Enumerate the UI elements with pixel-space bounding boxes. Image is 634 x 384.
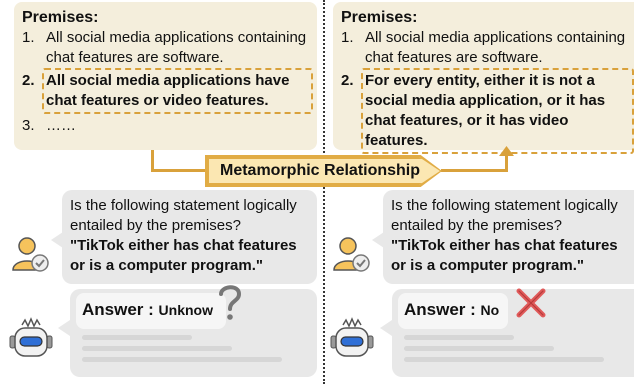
placeholder-line (82, 335, 192, 340)
placeholder-text-lines (404, 335, 604, 368)
right-answer-bubble: Answer : No (392, 289, 634, 377)
left-question-bubble: Is the following statement logically ent… (62, 190, 317, 284)
answer-label: Answer : (82, 300, 159, 319)
premise-1: 1. All social media applications contain… (341, 28, 632, 68)
premise-2-highlighted: 2. All social media applications have ch… (22, 68, 313, 114)
premise-3: 3. …… (22, 116, 311, 136)
left-premises-box: Premises: 1. All social media applicatio… (14, 2, 317, 150)
bubble-tail (51, 232, 63, 248)
answer-header: Answer : No (398, 293, 508, 329)
premise-number: 1. (22, 29, 35, 46)
question-mark-icon (219, 285, 242, 320)
highlight-dashed-box (42, 68, 313, 114)
placeholder-line (82, 346, 232, 351)
placeholder-line (82, 357, 282, 362)
connector-line-down (151, 150, 154, 172)
right-premises-box: Premises: 1. All social media applicatio… (333, 2, 634, 174)
bubble-tail (58, 320, 70, 336)
left-answer-bubble: Answer : Unknow (70, 289, 317, 377)
answer-value: No (480, 302, 500, 318)
robot-icon (330, 317, 374, 357)
question-text: Is the following statement logically ent… (70, 197, 297, 234)
connector-line-right (441, 169, 507, 172)
premise-number: 3. (22, 117, 35, 134)
premise-text: …… (46, 117, 76, 134)
premises-title: Premises: (22, 9, 99, 26)
premise-number: 2. (341, 72, 354, 89)
premise-2-highlighted: 2. For every entity, either it is not a … (341, 68, 634, 154)
premise-text: For every entity, either it is not a soc… (365, 72, 606, 149)
cross-mark-icon (516, 288, 546, 318)
statement-text: "TikTok either has chat features or is a… (70, 237, 297, 274)
question-text: Is the following statement logically ent… (391, 197, 618, 234)
placeholder-text-lines (82, 335, 282, 368)
statement-text: "TikTok either has chat features or is a… (391, 237, 618, 274)
premises-title: Premises: (341, 9, 418, 26)
answer-value: Unknow (158, 302, 213, 318)
placeholder-line (404, 357, 604, 362)
premise-1: 1. All social media applications contain… (22, 28, 311, 68)
premise-number: 1. (341, 29, 354, 46)
premise-text: All social media applications have chat … (46, 72, 290, 109)
connector-line-up (505, 154, 508, 172)
user-check-icon (333, 237, 370, 272)
robot-icon (9, 317, 53, 357)
highlight-dashed-box (361, 68, 634, 154)
answer-label: Answer : (404, 300, 481, 319)
premise-text: All social media applications containing… (365, 29, 626, 66)
connector-line-horizontal (151, 169, 207, 172)
bubble-tail (380, 320, 392, 336)
premise-text: All social media applications containing… (46, 29, 307, 66)
arrow-up-icon (499, 146, 514, 156)
premise-number: 2. (22, 72, 35, 89)
right-question-bubble: Is the following statement logically ent… (383, 190, 634, 284)
placeholder-line (404, 346, 554, 351)
bubble-tail (372, 232, 384, 248)
user-check-icon (12, 237, 49, 272)
center-divider (323, 0, 325, 384)
answer-header: Answer : Unknow (76, 293, 226, 329)
metamorphic-relationship-label: Metamorphic Relationship (207, 157, 440, 185)
placeholder-line (404, 335, 514, 340)
